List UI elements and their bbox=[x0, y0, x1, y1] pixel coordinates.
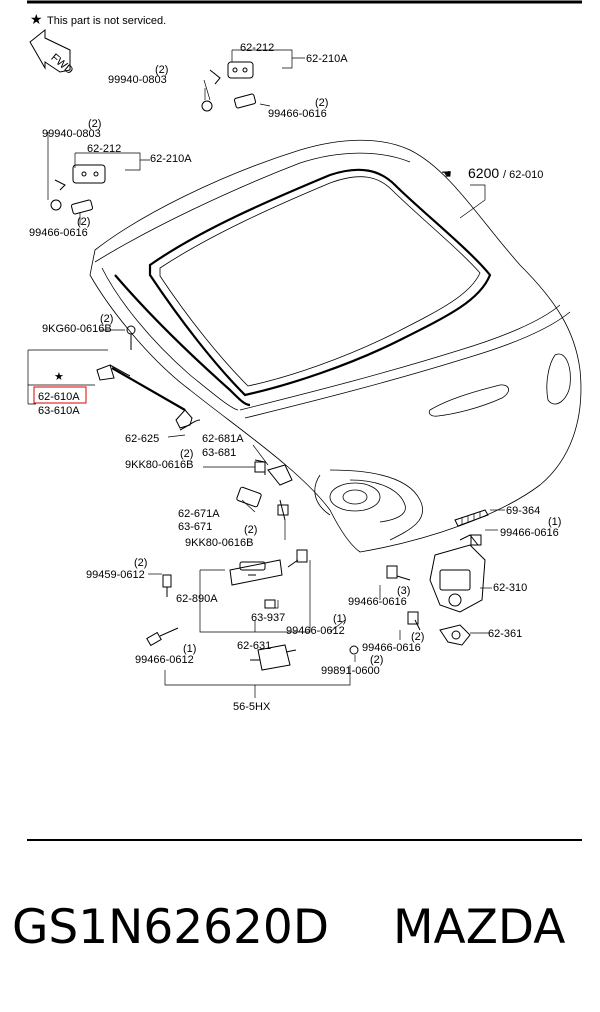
bolt-99466-a bbox=[146, 627, 179, 647]
not-serviced-note: This part is not serviced. bbox=[47, 15, 166, 27]
qty-label: (2) bbox=[411, 631, 424, 643]
antenna-62-631 bbox=[250, 644, 297, 671]
star-symbol-strut: ★ bbox=[54, 371, 64, 383]
label-56-5HX: 56-5HX bbox=[233, 701, 271, 713]
label-62-625: 62-625 bbox=[125, 433, 159, 445]
nut-99891 bbox=[349, 645, 359, 655]
leader-lines bbox=[27, 49, 505, 698]
hinge-top bbox=[201, 61, 257, 112]
qty-label: (2) bbox=[155, 64, 168, 76]
qty-label: (2) bbox=[88, 118, 101, 130]
part-labels: 62-212 62-210A (2) 99940-0803 (2) 99466-… bbox=[29, 42, 561, 713]
bolt-9KK80-a bbox=[254, 461, 266, 473]
bolt-99459 bbox=[162, 574, 172, 597]
label-63-610A: 63-610A bbox=[38, 405, 80, 417]
label-99466-0616-a: 99466-0616 bbox=[500, 527, 559, 539]
label-99459-0612: 99459-0612 bbox=[86, 569, 145, 581]
bolt-99466-d bbox=[407, 611, 421, 631]
qty-label: (1) bbox=[333, 613, 346, 625]
label-62-631: 62-631 bbox=[237, 640, 271, 652]
label-62-010: / 62-010 bbox=[503, 169, 543, 181]
label-62-210A-top: 62-210A bbox=[306, 53, 348, 65]
label-6200: 6200 bbox=[468, 165, 499, 181]
qty-label: (2) bbox=[315, 97, 328, 109]
qty-label: (3) bbox=[397, 585, 410, 597]
callout-icon: ☚ bbox=[441, 167, 452, 181]
qty-label: (1) bbox=[548, 516, 561, 528]
label-62-890A: 62-890A bbox=[176, 593, 218, 605]
wiring-harness bbox=[179, 419, 201, 431]
label-99891-0600: 99891-0600 bbox=[321, 665, 380, 677]
cable-69-364 bbox=[454, 509, 489, 527]
label-62-610A: 62-610A bbox=[38, 391, 80, 403]
part-number: GS1N62620D bbox=[12, 900, 330, 955]
svg-text:FWD: FWD bbox=[48, 52, 75, 77]
label-62-310: 62-310 bbox=[493, 582, 527, 594]
label-62-212-top: 62-212 bbox=[240, 42, 274, 54]
label-99466-0616-b: 99466-0616 bbox=[348, 596, 407, 608]
brand-name: MAZDA bbox=[393, 900, 566, 955]
qty-label: (2) bbox=[244, 524, 257, 536]
lock-actuator-62-310 bbox=[429, 534, 486, 613]
label-9KG60-0616B: 9KG60-0616B bbox=[42, 323, 112, 335]
qty-label: (2) bbox=[77, 216, 90, 228]
hinge-left bbox=[50, 164, 106, 215]
bolt-99466-c bbox=[386, 565, 411, 581]
handle-62-890A bbox=[229, 559, 283, 586]
label-99466-0612-b: 99466-0612 bbox=[135, 654, 194, 666]
switch-63-937 bbox=[264, 599, 276, 609]
bolt-99466-e bbox=[470, 534, 482, 546]
label-99940-0803-top: 99940-0803 bbox=[108, 74, 167, 86]
bolt-99466-b bbox=[287, 549, 308, 568]
label-99466-0616-top: 99466-0616 bbox=[268, 108, 327, 120]
label-99466-0616-left: 99466-0616 bbox=[29, 227, 88, 239]
label-62-681A: 62-681A bbox=[202, 433, 244, 445]
qty-label: (1) bbox=[183, 643, 196, 655]
liftgate-body bbox=[89, 139, 582, 553]
label-63-937: 63-937 bbox=[251, 612, 285, 624]
qty-label: (2) bbox=[370, 654, 383, 666]
label-99940-0803-left: 99940-0803 bbox=[42, 128, 101, 140]
label-62-671A: 62-671A bbox=[178, 508, 220, 520]
caption: GS1N62620D MAZDA bbox=[0, 900, 600, 970]
bolt-9KK80-b bbox=[277, 504, 289, 516]
label-63-671: 63-671 bbox=[178, 521, 212, 533]
label-62-210A-left: 62-210A bbox=[150, 153, 192, 165]
qty-label: (2) bbox=[100, 313, 113, 325]
highlight-box bbox=[33, 386, 87, 404]
label-9KK80-0616B-b: 9KK80-0616B bbox=[185, 537, 254, 549]
label-69-364: 69-364 bbox=[506, 505, 540, 517]
gas-strut bbox=[96, 325, 193, 429]
label-99466-0616-c: 99466-0616 bbox=[362, 642, 421, 654]
star-symbol: ★ bbox=[30, 12, 43, 28]
forward-arrow-icon: FWD bbox=[29, 28, 75, 77]
label-63-681: 63-681 bbox=[202, 447, 236, 459]
label-9KK80-0616B-a: 9KK80-0616B bbox=[125, 459, 194, 471]
label-62-361: 62-361 bbox=[488, 628, 522, 640]
qty-label: (2) bbox=[180, 448, 193, 460]
striker-62-361 bbox=[439, 624, 471, 646]
bracket-62-681A bbox=[236, 459, 293, 521]
qty-label: (2) bbox=[134, 557, 147, 569]
label-62-212-left: 62-212 bbox=[87, 143, 121, 155]
label-99466-0612-a: 99466-0612 bbox=[286, 625, 345, 637]
